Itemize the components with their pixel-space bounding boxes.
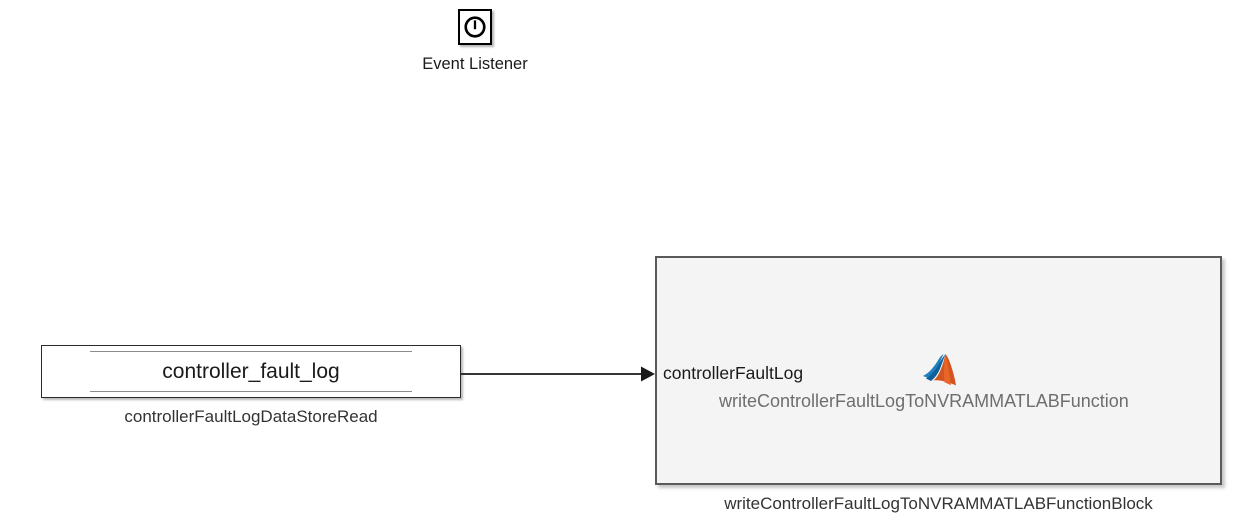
data-store-name: controller_fault_log [162, 359, 340, 383]
matlab-membrane-logo [923, 354, 956, 386]
input-port-label: controllerFaultLog [663, 363, 804, 383]
data-store-read-label: controllerFaultLogDataStoreRead [124, 407, 378, 426]
matlab-function-block-label: writeControllerFaultLogToNVRAMMATLABFunc… [724, 494, 1153, 513]
data-store-rule-bottom [90, 391, 412, 392]
power-symbol-icon [464, 16, 486, 38]
matlab-function-name: writeControllerFaultLogToNVRAMMATLABFunc… [719, 391, 1129, 411]
data-store-read-block[interactable]: controller_fault_log [41, 345, 461, 398]
data-store-rule-top [90, 351, 412, 352]
matlab-function-block[interactable]: controllerFaultLog writeControllerFaultL… [655, 256, 1222, 485]
signal-line-controller-fault-log[interactable] [461, 366, 655, 388]
event-listener-label: Event Listener [422, 55, 528, 73]
event-listener-block[interactable] [458, 9, 492, 45]
